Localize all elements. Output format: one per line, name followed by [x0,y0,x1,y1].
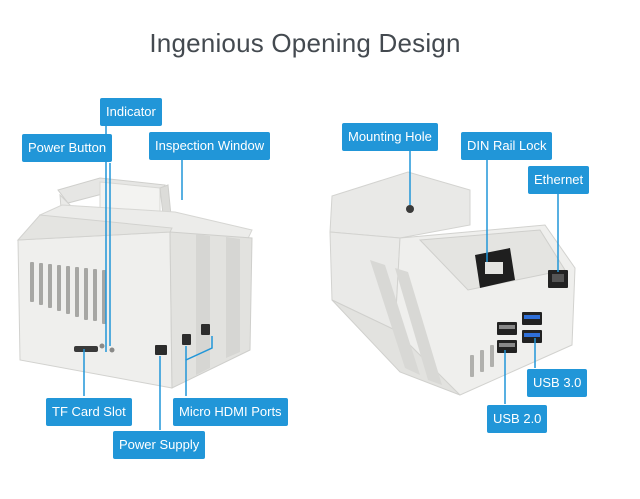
page-title: Ingenious Opening Design [149,28,461,58]
label-power-button: Power Button [22,134,113,162]
label-indicator: Indicator [100,98,162,126]
leader-lines [83,124,559,430]
label-tf-card-slot: TF Card Slot [46,398,132,426]
left-case [16,177,253,389]
label-inspection-window: Inspection Window [149,132,271,160]
label-usb-3: USB 3.0 [527,369,588,397]
label-power-supply: Power Supply [113,431,206,459]
label-din-rail-lock: DIN Rail Lock [461,132,553,160]
label-micro-hdmi-ports: Micro HDMI Ports [173,398,288,426]
label-usb-2: USB 2.0 [487,405,548,433]
right-case [329,171,576,396]
label-ethernet: Ethernet [528,166,590,194]
label-mounting-hole: Mounting Hole [342,123,438,151]
